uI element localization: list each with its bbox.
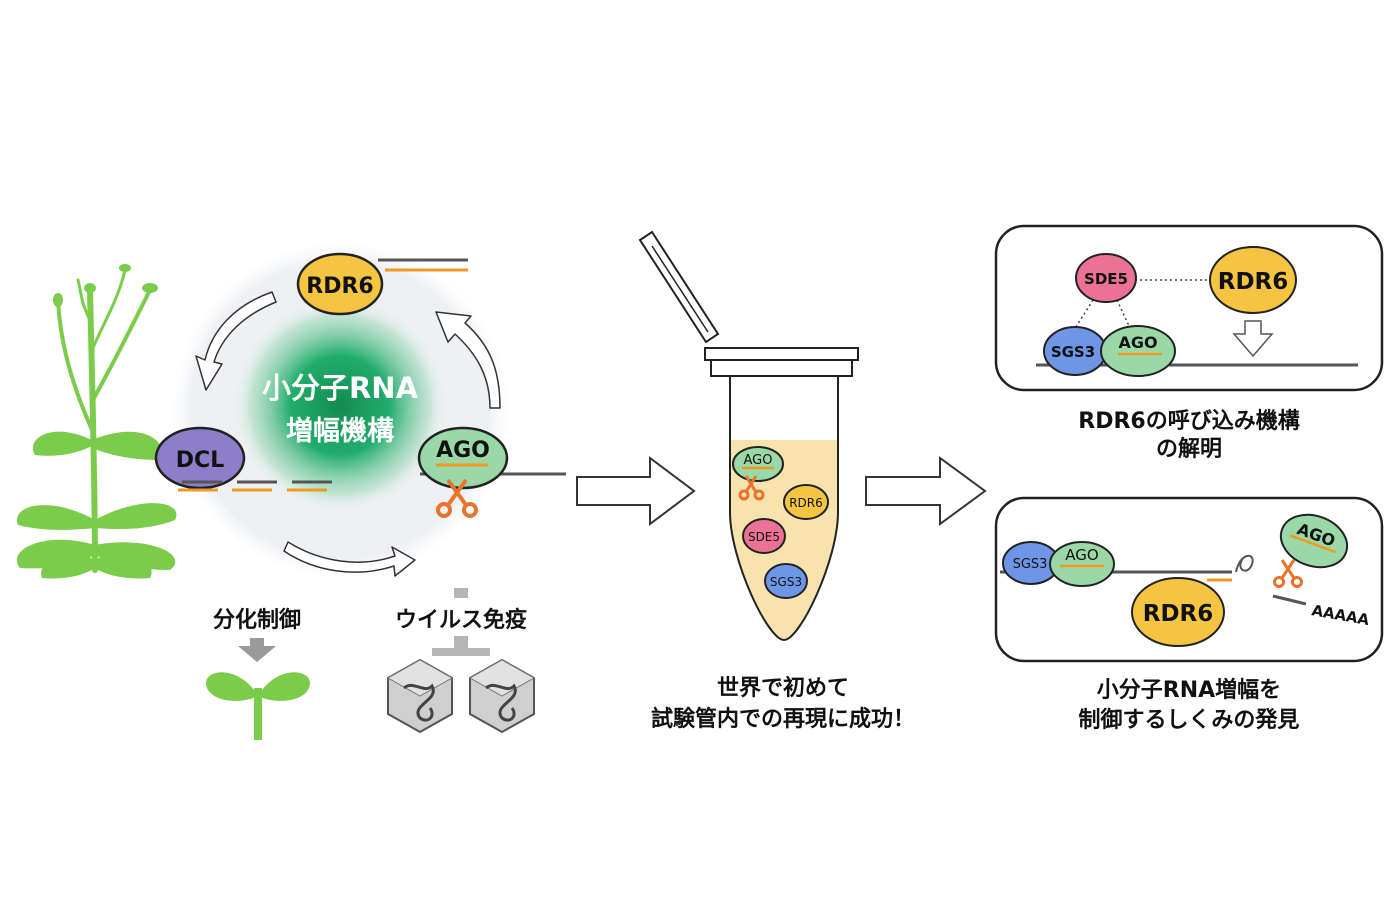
box2-caption-line1: 小分子RNA増幅を (1097, 677, 1281, 703)
down-arrow-icon (238, 638, 276, 662)
ago-node (1279, 513, 1349, 569)
ago-node (417, 426, 509, 490)
box1-caption-line2: の解明 (1156, 436, 1222, 462)
box2-sgs3-label: SGS3 (1013, 557, 1048, 572)
differentiation-label: 分化制御 (213, 607, 301, 633)
box1-rdr6-label: RDR6 (1218, 269, 1289, 295)
tube-sgs3-label: SGS3 (770, 575, 802, 589)
box2-rdr6-label: RDR6 (1143, 601, 1214, 627)
tube-ago (732, 446, 784, 482)
rdr6-node (1131, 577, 1225, 647)
tube-sde5-label: SDE5 (748, 530, 780, 544)
box1-sgs3-label: SGS3 (1051, 343, 1095, 361)
box1-sde5-label: SDE5 (1084, 270, 1128, 288)
arabidopsis-plant-icon (16, 264, 177, 579)
big-arrow-right-icon (865, 456, 987, 526)
arrow-dcl-to-ago-icon (283, 541, 416, 577)
center-title-line2: 増幅機構 (286, 415, 394, 447)
seedling-icon (205, 672, 311, 740)
degraded-rna (1235, 554, 1254, 573)
rdr6-node-label: RDR6 (306, 274, 373, 299)
box2-caption-line2: 制御するしくみの発見 (1079, 707, 1300, 733)
rdr6-node (1209, 246, 1297, 314)
box2-ago-left-label: AGO (1065, 546, 1098, 564)
tube-rdr6-label: RDR6 (789, 496, 823, 510)
scissors-icon (1273, 559, 1303, 588)
tube-caption-line2: 試験管内での再現に成功！ (651, 706, 915, 732)
rdr6-node (296, 252, 384, 316)
sde5-node (1075, 253, 1137, 303)
green-glow (230, 295, 450, 515)
tube-rdr6 (783, 484, 829, 520)
arrow-rdr6-to-dcl-icon (195, 291, 277, 391)
cycle-arrows (195, 291, 501, 577)
box1-caption-line1: RDR6の呼び込み機構 (1078, 408, 1299, 434)
tube-sde5 (742, 518, 786, 554)
center-title-line1: 小分子RNA (262, 371, 419, 405)
box1-ago-label: AGO (1118, 333, 1157, 352)
scissors-icon (738, 475, 765, 501)
virus-immunity-label: ウイルス免疫 (395, 607, 527, 633)
ago-node (1100, 325, 1176, 377)
virus-icon (468, 658, 536, 734)
test-tube-icon (638, 230, 859, 642)
dcl-node-label: DCL (176, 448, 224, 473)
ago-node (1049, 541, 1115, 587)
tube-sgs3 (764, 563, 808, 599)
arrow-ago-to-rdr6-icon (435, 311, 501, 409)
scissors-icon (436, 478, 478, 518)
big-arrow-right-icon (576, 456, 696, 526)
interaction-lines (1073, 279, 1212, 331)
virus-icon (386, 658, 454, 734)
down-arrow-icon (1232, 320, 1274, 358)
tube-caption-line1: 世界で初めて (717, 675, 849, 701)
inhibition-icon (432, 588, 490, 656)
ago-node-label: AGO (436, 438, 490, 463)
dcl-node (154, 426, 246, 490)
tube-ago-label: AGO (744, 453, 773, 468)
small-rna-fragments (178, 480, 332, 492)
